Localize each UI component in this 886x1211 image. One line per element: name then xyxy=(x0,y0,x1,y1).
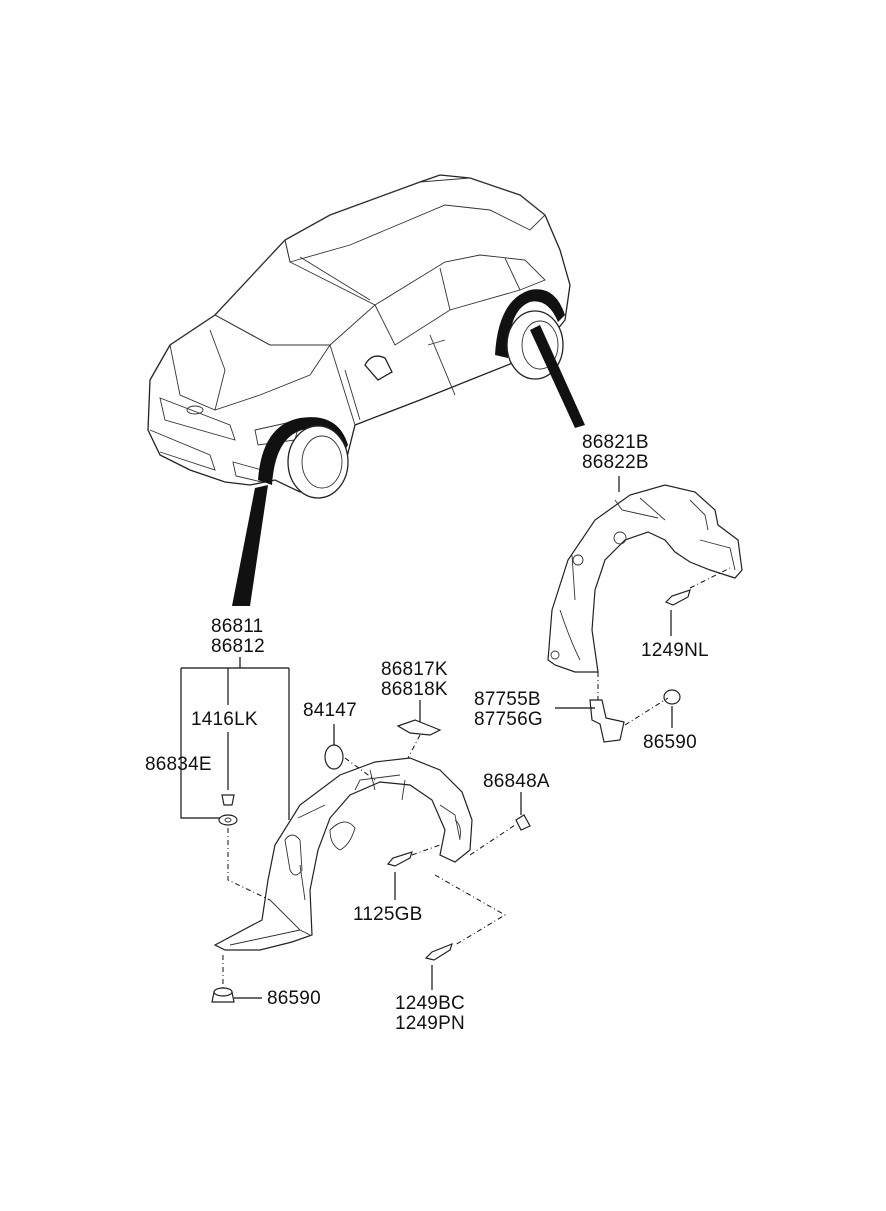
car-illustration xyxy=(147,174,585,606)
label-bracket-1: 87755B xyxy=(474,689,541,710)
label-rear-liner-1: 86821B xyxy=(582,432,649,453)
rear-wheel-liner xyxy=(547,484,743,673)
label-rear-liner-2: 86822B xyxy=(582,452,649,473)
label-screw-1125: 1125GB xyxy=(353,904,423,925)
fasteners xyxy=(211,589,691,1003)
label-nut-front: 86590 xyxy=(267,988,321,1009)
label-screw-1249nl: 1249NL xyxy=(641,640,709,661)
label-screw-1416: 1416LK xyxy=(191,709,258,730)
front-wheel-liner xyxy=(213,757,473,951)
label-front-liner-1: 86811 xyxy=(211,616,264,637)
leader-lines xyxy=(180,476,673,999)
label-washer: 86834E xyxy=(145,754,212,775)
label-bracket-2: 87756G xyxy=(474,709,543,730)
label-screw-1249-a: 1249BC xyxy=(395,993,465,1014)
label-nut-rear: 86590 xyxy=(643,732,697,753)
label-plug: 84147 xyxy=(303,700,357,721)
label-retainer: 86848A xyxy=(483,771,550,792)
assembly-lines xyxy=(222,567,731,988)
label-front-liner-2: 86812 xyxy=(211,636,265,657)
label-clip-a: 86817K xyxy=(381,659,448,680)
label-clip-b: 86818K xyxy=(381,679,448,700)
label-screw-1249-b: 1249PN xyxy=(395,1013,465,1034)
